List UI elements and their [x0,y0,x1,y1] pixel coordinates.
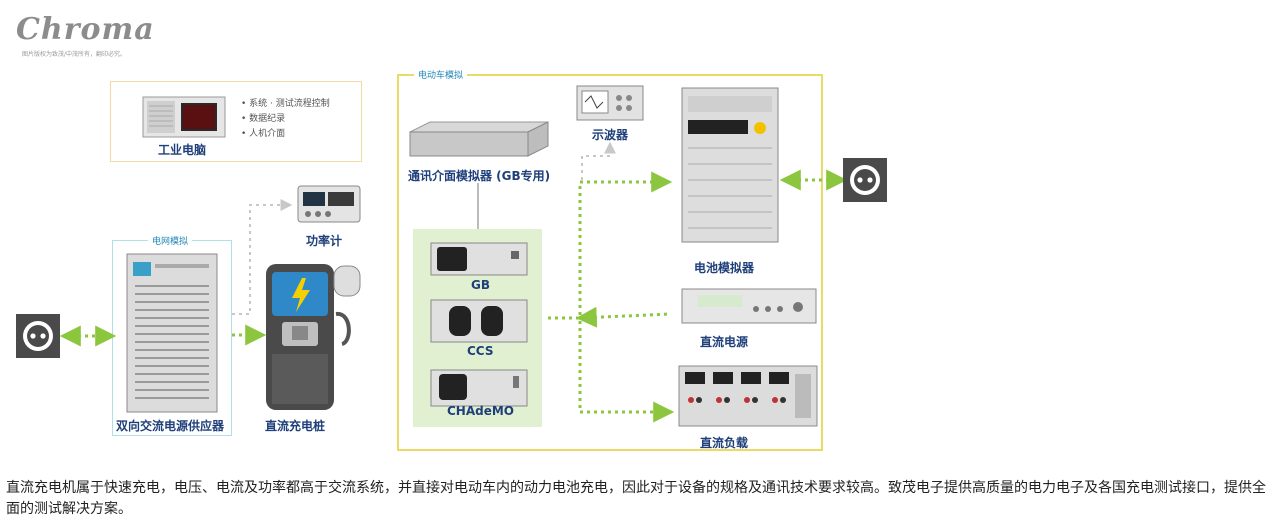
industrial-pc-panel [110,81,362,162]
dc-charger-image [266,264,361,410]
connector-gb-label: GB [471,278,490,292]
dc-power-source-image [681,288,817,324]
description-paragraph: 直流充电机属于快速充电，电压、电流及功率都高于交流系统，并直接对电动车内的动力电… [6,480,1266,517]
power-outlet-icon [843,158,887,202]
power-meter-image [297,185,361,223]
pc-bullet-logging: • 数据纪录 [241,114,286,124]
ac-power-supply-label: 双向交流电源供应器 [116,419,225,433]
comm-interface-simulator-label: 通讯介面模拟器 (GB专用) [408,169,551,183]
dc-load-label: 直流负载 [700,436,749,450]
dc-charger-label: 直流充电桩 [265,419,326,433]
power-meter-label: 功率计 [306,234,343,248]
chroma-logo: Chroma [16,12,155,47]
ev-simulation-title: 电动车模拟 [414,68,468,81]
power-outlet-icon [16,314,60,358]
industrial-pc-label: 工业电脑 [158,143,207,157]
dc-power-source-label: 直流电源 [700,335,749,349]
oscilloscope-label: 示波器 [592,128,629,142]
dc-load-image [678,365,818,427]
connector-chademo-label: CHAdeMO [447,404,515,418]
pc-bullet-control: • 系统 · 测试流程控制 [241,99,330,109]
ac-power-supply-image [126,253,218,413]
battery-simulator-label: 电池模拟器 [694,261,755,275]
comm-interface-simulator-image [409,121,549,157]
grid-simulation-title: 电网模拟 [148,234,193,247]
industrial-pc-image [142,96,226,138]
oscilloscope-image [576,85,644,121]
pc-bullet-hmi: • 人机介面 [241,129,286,139]
ev-simulation-panel [397,74,823,451]
gb-connector-unit-image [430,242,528,276]
logo-subtitle: 图片版权为致茂/中茂所有，翻印必究。 [22,51,127,58]
battery-simulator-image [681,87,779,243]
ccs-connector-unit-image [430,299,528,343]
chademo-connector-unit-image [430,369,528,407]
connector-ccs-label: CCS [467,344,494,358]
